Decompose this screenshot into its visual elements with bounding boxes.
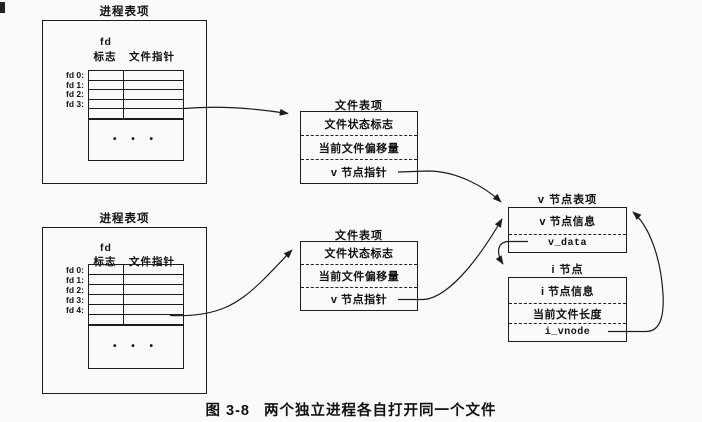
file-status-flags-row: 文件状态标志 bbox=[301, 242, 417, 265]
fd-row bbox=[89, 275, 183, 285]
file-pointer-cell bbox=[124, 109, 183, 118]
process-table-1-col-pointer: 文件指针 bbox=[129, 51, 175, 63]
file-table-2-title: 文件表项 bbox=[335, 230, 383, 242]
process-table-1-col-flags: 标志 bbox=[93, 51, 117, 63]
file-table-1-box: 文件状态标志 当前文件偏移量 v 节点指针 bbox=[300, 111, 418, 184]
process-table-1-fd-grid: • • • bbox=[88, 70, 184, 161]
process-table-1-title: 进程表项 bbox=[99, 6, 150, 18]
fd-flags-cell bbox=[89, 265, 124, 274]
fd-row bbox=[89, 109, 183, 119]
fd-row-label: fd 0: bbox=[66, 265, 84, 275]
current-file-length-row: 当前文件长度 bbox=[509, 304, 626, 324]
process-table-2-title: 进程表项 bbox=[99, 213, 150, 225]
figure-caption: 图 3-8 两个独立进程各自打开同一个文件 bbox=[0, 399, 702, 420]
fd-flags-cell bbox=[89, 109, 124, 118]
file-pointer-cell bbox=[124, 265, 183, 274]
file-pointer-cell bbox=[124, 100, 183, 109]
process-table-2-box bbox=[42, 227, 207, 394]
fd-row-label: fd 2: bbox=[66, 89, 84, 99]
fd-row-label: fd 4: bbox=[66, 305, 84, 315]
file-pointer-cell bbox=[124, 81, 183, 90]
fd-row bbox=[89, 315, 183, 325]
fd-flags-cell bbox=[89, 285, 124, 294]
file-table-2-box: 文件状态标志 当前文件偏移量 v 节点指针 bbox=[300, 241, 418, 311]
scan-artifact bbox=[0, 2, 5, 13]
file-pointer-cell bbox=[124, 275, 183, 284]
process-table-2-col-flags: 标志 bbox=[93, 256, 117, 268]
file-pointer-cell bbox=[124, 305, 183, 314]
fd-flags-cell bbox=[89, 80, 124, 89]
vnode-table-box: v 节点信息 v_data bbox=[508, 207, 627, 253]
vnode-info-row: v 节点信息 bbox=[509, 208, 626, 235]
fd-flags-cell bbox=[89, 71, 124, 80]
ellipsis-rows: • • • bbox=[89, 118, 183, 160]
file-table-1-title: 文件表项 bbox=[335, 100, 383, 112]
fd-row bbox=[89, 80, 183, 90]
fd-row-label: fd 1: bbox=[66, 275, 84, 285]
fd-row bbox=[89, 285, 183, 295]
fd-flags-cell bbox=[89, 295, 124, 304]
fd-flags-cell bbox=[89, 99, 124, 108]
file-status-flags-row: 文件状态标志 bbox=[301, 112, 417, 136]
inode-title: i 节点 bbox=[551, 264, 584, 276]
fd-row bbox=[89, 265, 183, 275]
vnode-table-title: v 节点表项 bbox=[537, 194, 598, 206]
figure-caption-text: 两个独立进程各自打开同一个文件 bbox=[264, 403, 497, 419]
fd-flags-cell bbox=[89, 90, 124, 99]
process-table-2-fd-grid: • • • bbox=[88, 264, 184, 369]
fd-flags-cell bbox=[89, 305, 124, 314]
fd-flags-cell bbox=[89, 315, 124, 324]
fd-row-label: fd 3: bbox=[66, 98, 84, 109]
fd-row bbox=[89, 99, 183, 109]
file-pointer-cell bbox=[124, 71, 183, 80]
fd-row-label: fd 1: bbox=[66, 79, 84, 90]
fd-row bbox=[89, 71, 183, 81]
current-file-offset-row: 当前文件偏移量 bbox=[301, 265, 417, 288]
inode-box: i 节点信息 当前文件长度 i_vnode bbox=[508, 277, 627, 342]
process-table-1-box bbox=[42, 20, 207, 184]
vnode-pointer-row: v 节点指针 bbox=[330, 294, 388, 306]
fd-row-label: fd 0: bbox=[66, 70, 84, 80]
fd-row-label: fd 2: bbox=[66, 285, 84, 295]
file-pointer-cell bbox=[124, 90, 183, 99]
fd-row bbox=[89, 295, 183, 305]
inode-info-row: i 节点信息 bbox=[509, 278, 626, 304]
file-pointer-cell bbox=[124, 285, 183, 294]
file-pointer-cell bbox=[124, 315, 183, 324]
process-table-2-fd-header: fd bbox=[100, 242, 112, 254]
ellipsis-rows: • • • bbox=[89, 325, 183, 368]
process-table-1-fd-header: fd bbox=[100, 36, 112, 48]
figure-number: 图 3-8 bbox=[205, 403, 250, 419]
current-file-offset-row: 当前文件偏移量 bbox=[301, 136, 417, 160]
i-vnode-row: i_vnode bbox=[544, 327, 591, 338]
file-pointer-cell bbox=[124, 295, 183, 304]
fd-flags-cell bbox=[89, 275, 124, 284]
vnode-pointer-row: v 节点指针 bbox=[330, 166, 388, 179]
v-data-row: v_data bbox=[547, 238, 587, 249]
fd-row bbox=[89, 90, 183, 100]
fd-row-label: fd 3: bbox=[66, 295, 84, 305]
fd-row bbox=[89, 305, 183, 315]
process-table-2-col-pointer: 文件指针 bbox=[129, 256, 175, 268]
